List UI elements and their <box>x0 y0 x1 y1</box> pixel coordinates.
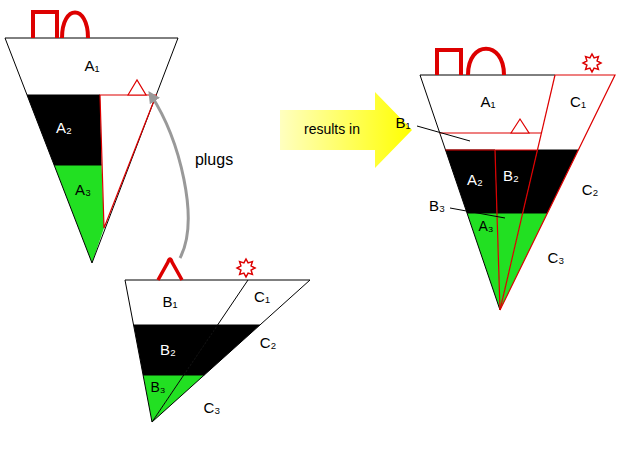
band-region: C₁ <box>537 75 615 150</box>
region-label: A₁ <box>480 94 495 109</box>
region-label: C₁ <box>254 289 270 304</box>
arrow-label: results in <box>304 122 360 136</box>
region-label: C₁ <box>570 94 586 109</box>
band-region: A₃ <box>54 165 104 263</box>
region-shape <box>54 165 104 263</box>
triangle-bc-outline <box>125 259 310 422</box>
band-region: A₁ <box>5 38 178 95</box>
region-label: A₃ <box>75 182 91 197</box>
leader-line <box>450 208 505 218</box>
region-label: B₂ <box>160 342 176 357</box>
plugs-arrow <box>151 95 188 258</box>
band-region: A₁ <box>420 75 555 133</box>
band-region: C₂ <box>522 150 599 213</box>
region-label: B₂ <box>503 168 519 183</box>
region-label: A₁ <box>84 58 99 73</box>
region-label: C₂ <box>582 182 599 197</box>
band-region: C₃ <box>500 213 565 310</box>
region-label: A₂ <box>56 120 72 135</box>
region-shape <box>537 75 615 150</box>
arrow-caption: plugs <box>195 152 233 168</box>
region-label: C₂ <box>260 335 277 350</box>
region-label: C₃ <box>204 400 221 415</box>
region-label: C₃ <box>548 250 565 265</box>
triangle-a-outline <box>5 12 178 263</box>
result-outline <box>417 49 615 310</box>
region-label: A₂ <box>467 172 483 187</box>
band-region: C₂ <box>183 325 277 375</box>
region-shape <box>183 325 277 375</box>
leader-line <box>417 126 470 141</box>
region-label: B₃ <box>150 380 165 394</box>
region-label: B₁ <box>162 294 177 309</box>
region-label: B₁ <box>395 115 410 130</box>
arrow-shape: results in <box>280 92 412 168</box>
region-label: A₃ <box>478 219 493 233</box>
region-label: B₃ <box>429 198 445 213</box>
band-region: C₁ <box>217 280 310 325</box>
band-region: A₂ <box>27 95 102 165</box>
band-region: A₂ <box>445 150 497 213</box>
